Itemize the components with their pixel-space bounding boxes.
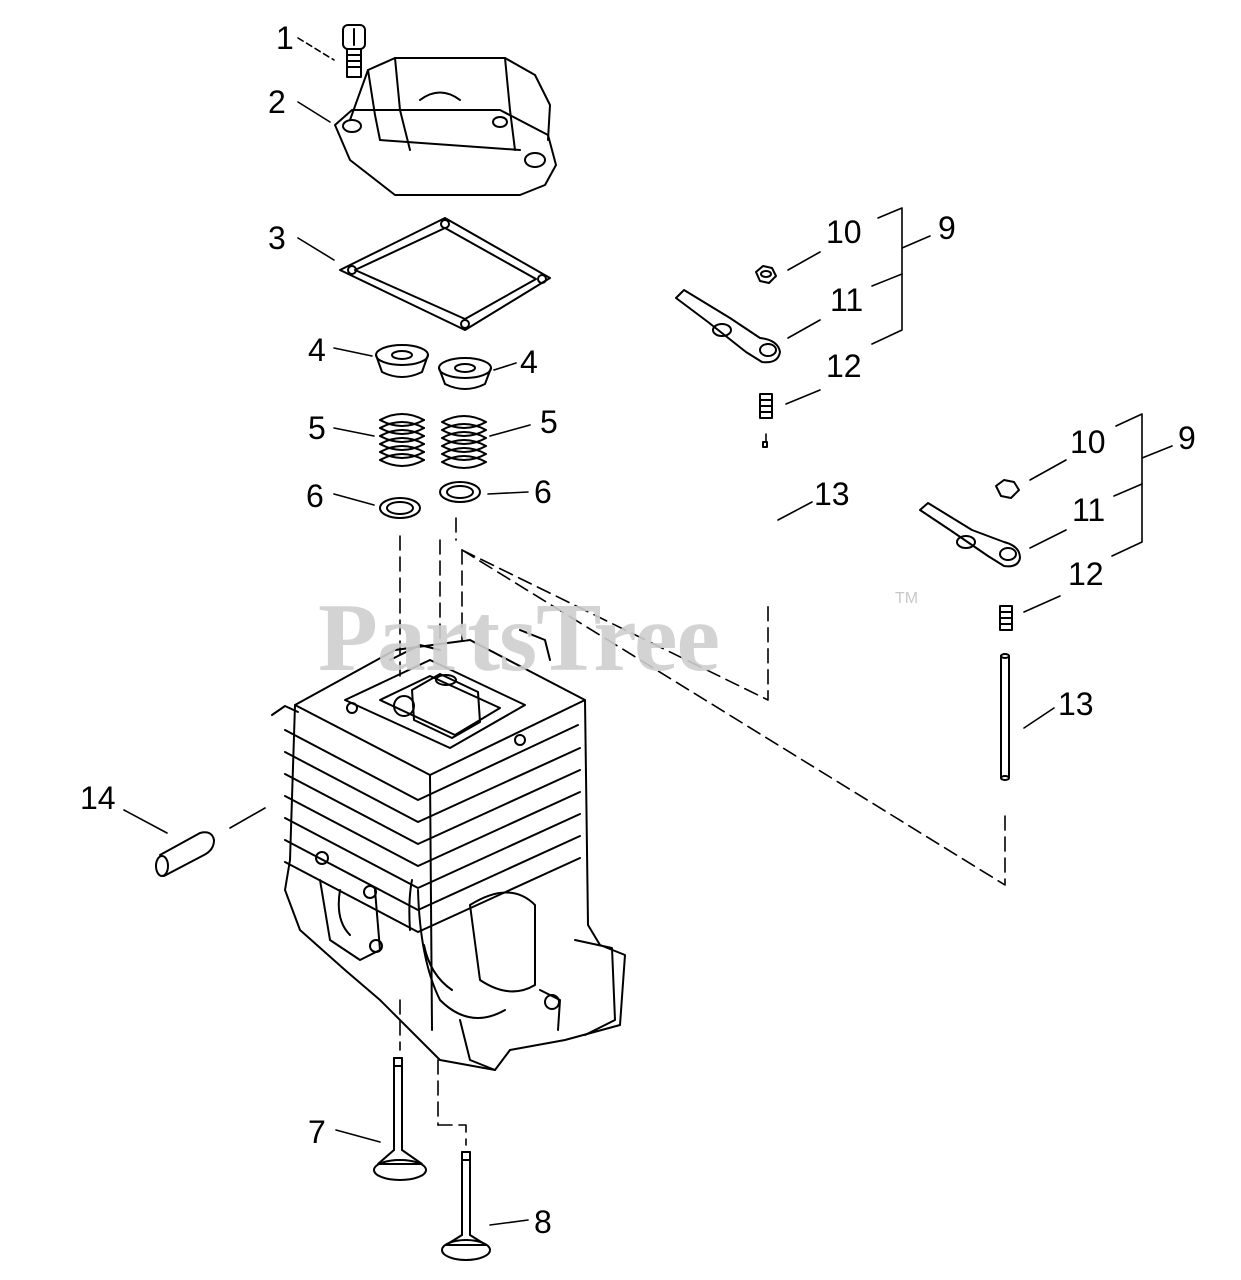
watermark-logo: PartsTree <box>318 584 720 692</box>
callout-13-lower: 13 <box>1058 686 1094 722</box>
rocker-arm-assembly-upper <box>675 265 781 448</box>
spring-retainer-parts <box>375 344 492 390</box>
washer-parts <box>379 481 481 519</box>
callout-2: 2 <box>268 84 286 120</box>
callout-leader-lines <box>123 37 1173 1226</box>
callout-5-right: 5 <box>540 404 558 440</box>
callout-7: 7 <box>308 1114 326 1150</box>
rocker-arm-assembly-lower <box>919 479 1021 631</box>
valve-cover-part <box>334 57 557 196</box>
callout-10-upper: 10 <box>826 214 862 250</box>
assembly-phantom-lines <box>399 433 1006 1146</box>
callout-11-upper: 11 <box>830 282 864 318</box>
callout-5-left: 5 <box>308 410 326 446</box>
callout-6-left: 6 <box>306 478 324 514</box>
callout-10-lower: 10 <box>1070 424 1106 460</box>
push-rod-part <box>1000 653 1010 781</box>
callout-13-upper: 13 <box>814 476 850 512</box>
callout-3: 3 <box>268 220 286 256</box>
callout-8: 8 <box>534 1204 552 1240</box>
bolt-part <box>342 24 366 78</box>
callout-4-left: 4 <box>308 332 326 368</box>
dowel-pin-part <box>155 831 215 877</box>
callout-12-upper: 12 <box>826 348 862 384</box>
callout-12-lower: 12 <box>1068 556 1104 592</box>
gasket-part <box>339 217 551 331</box>
callout-1: 1 <box>276 20 294 56</box>
exhaust-valve-part <box>441 1151 491 1261</box>
callout-9-lower: 9 <box>1178 420 1196 456</box>
callout-11-lower: 11 <box>1072 492 1106 528</box>
intake-valve-part <box>373 1057 427 1181</box>
valve-spring-parts <box>379 413 487 469</box>
callout-9-upper: 9 <box>938 210 956 246</box>
callout-6-right: 6 <box>534 474 552 510</box>
cylinder-head-part <box>271 629 626 1071</box>
watermark-trademark: TM <box>895 590 919 607</box>
callout-14: 14 <box>80 780 116 816</box>
callout-4-right: 4 <box>520 344 538 380</box>
